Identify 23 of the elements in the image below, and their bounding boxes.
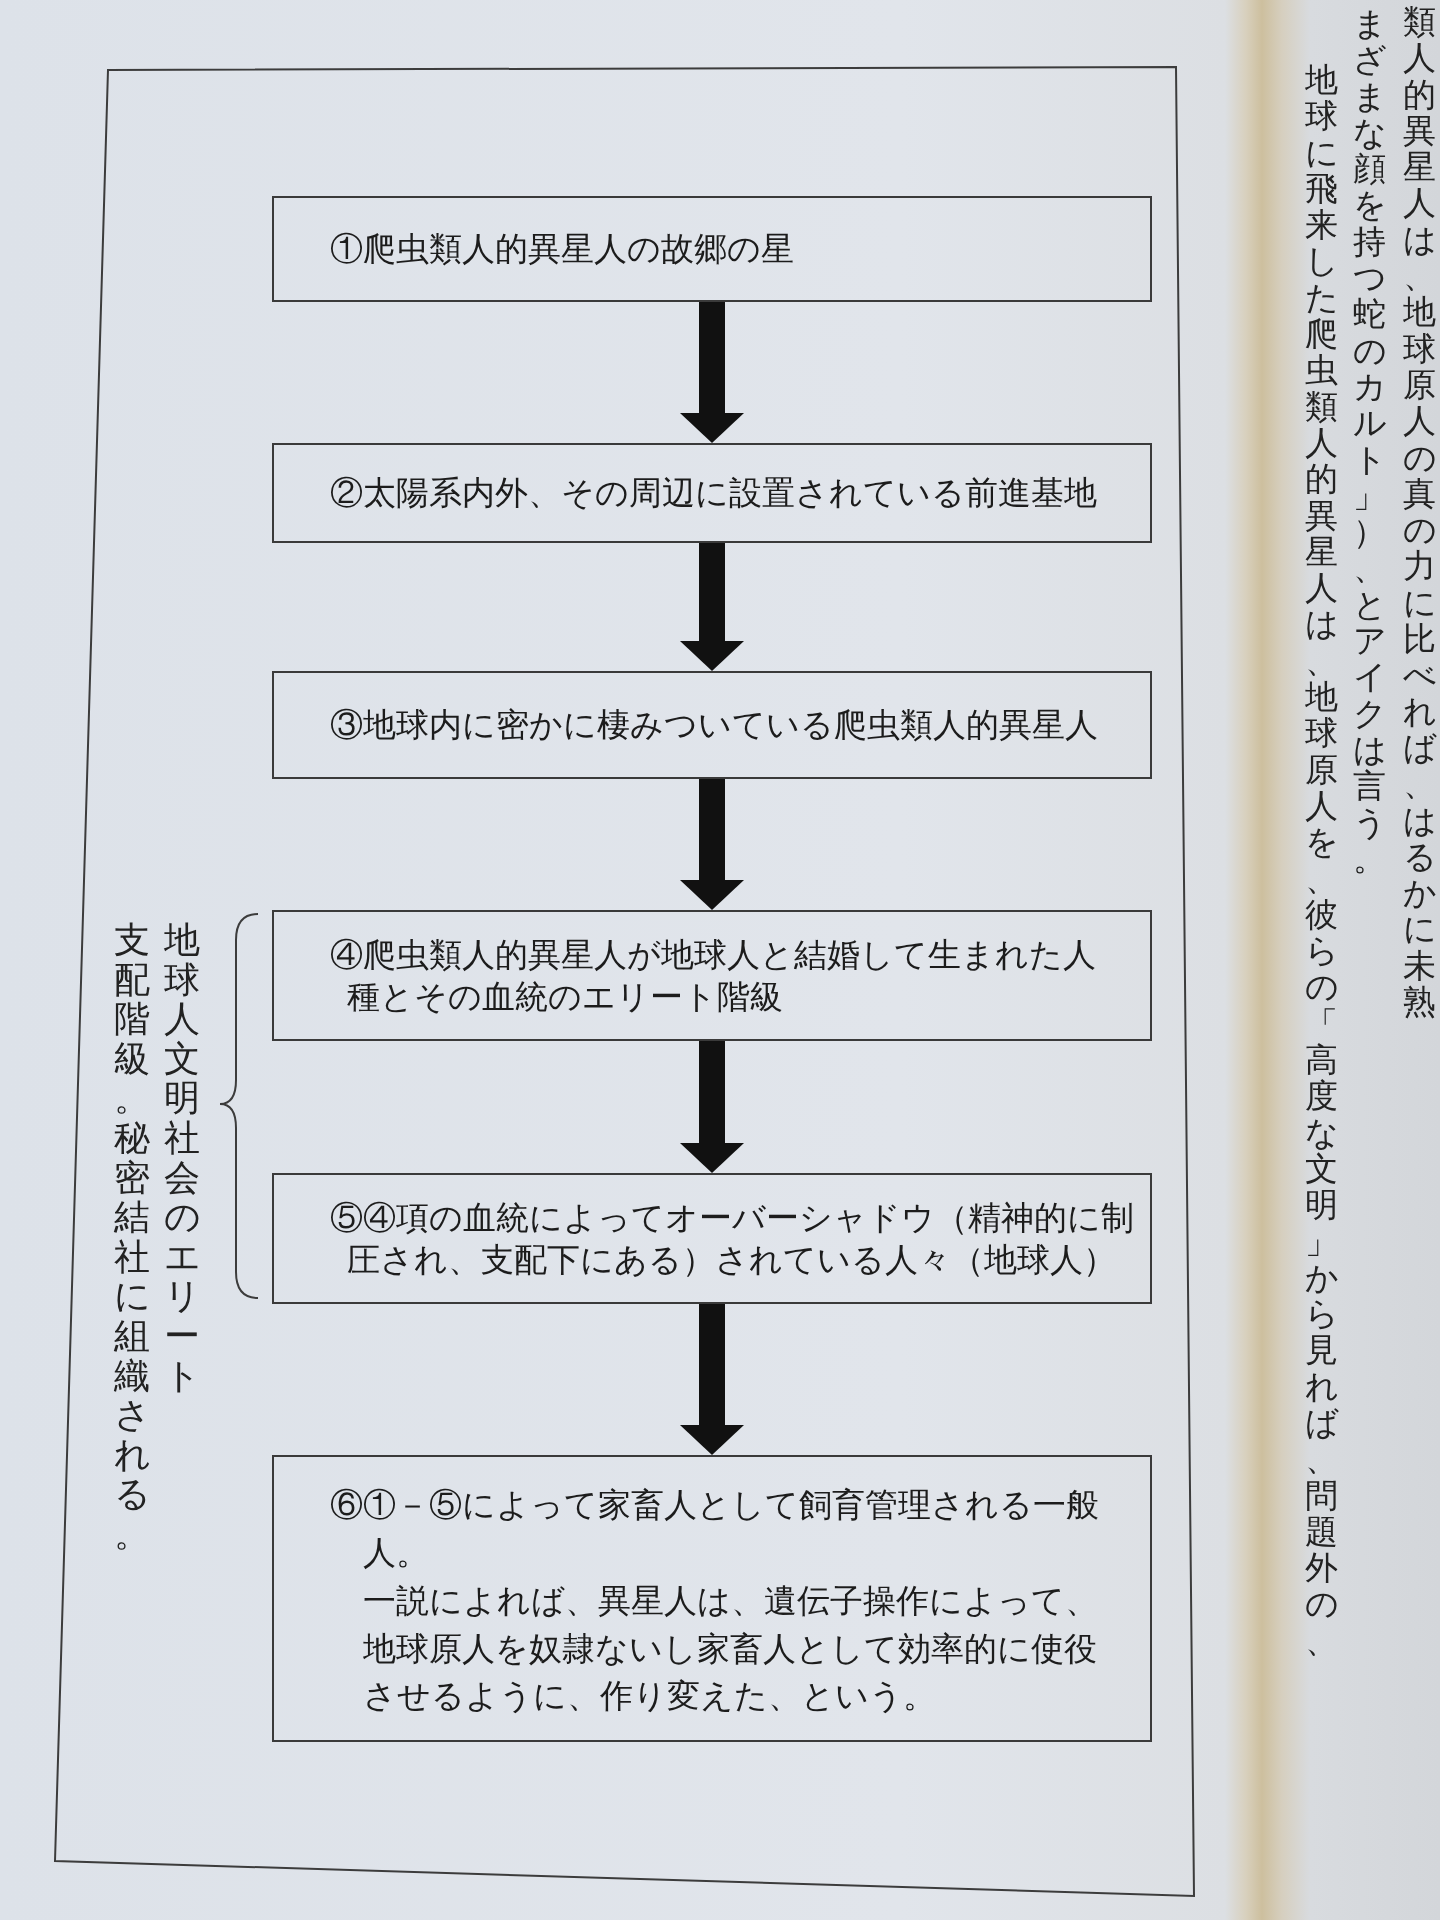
step-box: [272, 910, 1152, 1041]
step-box: [272, 443, 1152, 543]
step-box: [272, 196, 1152, 302]
body-text-column: まざまな顔を持つ蛇のカルト」）、とアイクは言う。: [1353, 6, 1386, 878]
step-text: ①爬虫類人的異星人の故郷の星: [330, 227, 795, 270]
step-box: [272, 1173, 1152, 1304]
block-arrow: [680, 543, 744, 671]
block-arrow: [680, 1304, 744, 1455]
body-text-column: 地球に飛来した爬虫類人的異星人は、地球原人を、彼らの「高度な文明」から見れば、問題外の、: [1305, 62, 1338, 1660]
step-note: 一説によれば、異星人は、遺伝子操作によって、地球原人を奴隷ないし家畜人として効率的に使役させるように、作り変えた、という。: [363, 1579, 1099, 1718]
step-text: ⑥①－⑤によって家畜人として飼育管理される一般人。: [330, 1484, 1100, 1574]
body-text-column: 類人的異星人は、地球原人の真の力に比べれば、はるかに未熟: [1403, 4, 1436, 1021]
block-arrow: [680, 779, 744, 910]
bracket-note: 支配階級。秘密結社に組織される。: [114, 920, 150, 1554]
step-text: ④爬虫類人的異星人が地球人と結婚して生まれた人種とその血統のエリート階級: [330, 934, 1097, 1017]
step-text: ②太陽系内外、その周辺に設置されている前進基地: [330, 471, 1098, 514]
step-text: ③地球内に密かに棲みついている爬虫類人的異星人: [330, 703, 1099, 746]
block-arrow: [680, 302, 744, 443]
step-box: [272, 671, 1152, 779]
block-arrow: [680, 1041, 744, 1173]
step-text: ⑤④項の血統によってオーバーシャドウ（精神的に制圧され、支配下にある）されている人々（地球人）: [330, 1197, 1135, 1280]
step-box: [272, 1455, 1152, 1742]
bracket-note: 地球人文明社会のエリート: [164, 920, 200, 1396]
